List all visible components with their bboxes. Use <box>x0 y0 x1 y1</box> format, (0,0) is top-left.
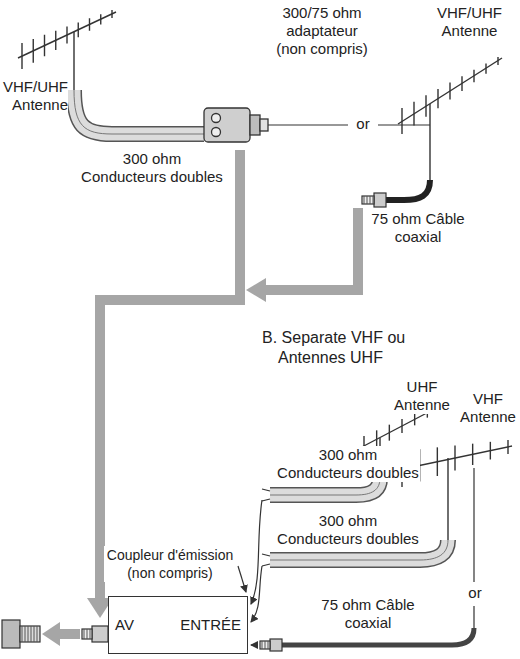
label: 300 ohm Conducteurs doubles <box>80 150 224 186</box>
antenna-rod <box>472 444 473 465</box>
antenna-rod <box>33 39 34 63</box>
flow-arrowhead <box>42 278 266 646</box>
antenna-rod <box>437 447 438 476</box>
antenna-rod <box>89 18 90 31</box>
thread <box>22 196 373 649</box>
label: Coupleur d'émission (non compris) <box>104 546 236 582</box>
label: B. Separate VHF ou Antennes UHF <box>262 328 422 368</box>
antenna-rod <box>413 102 414 126</box>
antenna-rod <box>449 83 450 100</box>
coax-cable <box>282 180 474 645</box>
antenna-rod <box>389 425 390 441</box>
thread-line <box>373 196 374 204</box>
thread-line <box>268 641 269 649</box>
label: 300 ohm Conducteurs doubles <box>276 512 420 548</box>
label: 75 ohm Câble coaxial <box>368 210 468 246</box>
thread-line <box>22 626 23 642</box>
antenna-rod <box>55 31 56 50</box>
antenna-rod <box>497 57 498 65</box>
antenna-rod <box>401 419 402 433</box>
antenna <box>18 10 512 540</box>
antenna-rod <box>485 63 486 73</box>
thread-line <box>28 626 29 642</box>
label: 300 ohm Conducteurs doubles <box>276 446 420 482</box>
label: UHF Antenne <box>392 378 452 414</box>
label: 75 ohm Câble coaxial <box>318 596 418 632</box>
thread-line <box>262 641 263 649</box>
thread-line <box>37 626 38 642</box>
thread-line <box>34 626 35 642</box>
antenna-rod <box>454 446 455 471</box>
antenna-rod <box>21 43 22 69</box>
label: VHF Antenne <box>458 390 518 426</box>
thread-line <box>87 629 88 639</box>
port-label: ENTRÉE <box>180 616 241 634</box>
label: VHF/UHF Antenne <box>2 78 68 114</box>
antenna-rod <box>44 35 45 57</box>
label: VHF/UHF Antenne <box>432 4 507 40</box>
antenna-rod <box>78 22 79 37</box>
label: or <box>463 584 487 602</box>
antenna-rod <box>461 76 462 91</box>
antenna-rod <box>414 413 415 425</box>
antenna-rod <box>401 108 402 134</box>
coupler-box: AV ENTRÉE <box>108 596 248 654</box>
port-label: AV <box>115 616 134 634</box>
adapter <box>204 108 268 142</box>
antenna-rod <box>490 442 491 460</box>
lead-wire-end <box>262 489 270 566</box>
antenna-rod <box>425 95 426 117</box>
coax-connector <box>82 193 386 651</box>
thread-line <box>265 641 266 649</box>
antenna-rod <box>473 70 474 83</box>
thread-line <box>364 196 365 204</box>
label: or <box>351 115 375 133</box>
thread-line <box>90 629 91 639</box>
antenna-rod <box>507 440 508 454</box>
or-line <box>268 125 474 645</box>
thread-line <box>367 196 368 204</box>
twin-lead <box>74 90 448 560</box>
antenna-rod <box>437 89 438 108</box>
antenna-rod <box>111 10 112 18</box>
thread-line <box>31 626 32 642</box>
thread-line <box>84 629 85 639</box>
label: 300/75 ohm adaptateur (non compris) <box>272 4 372 58</box>
tv-connector <box>2 620 40 648</box>
antenna-rod <box>100 14 101 24</box>
thread-line <box>25 626 26 642</box>
thread-line <box>370 196 371 204</box>
antenna-rod <box>66 27 67 44</box>
